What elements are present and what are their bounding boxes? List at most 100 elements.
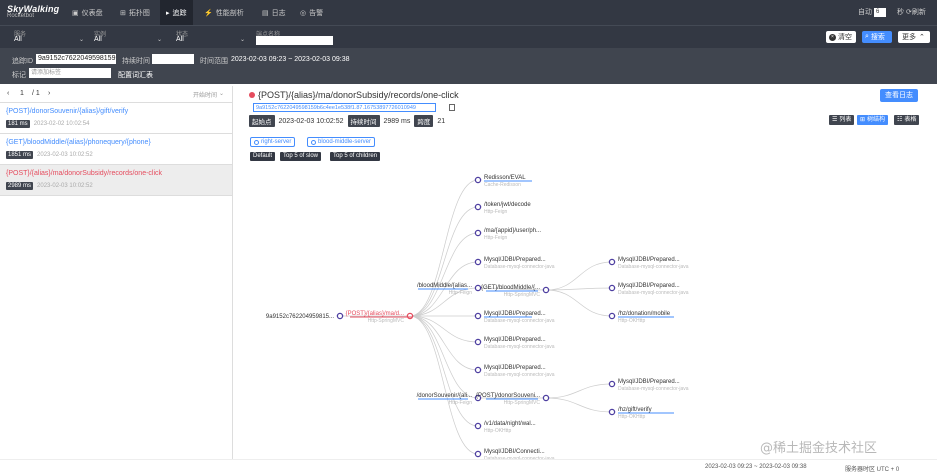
filter-default-button[interactable]: Default: [250, 152, 276, 161]
endpoint-input[interactable]: [256, 36, 333, 45]
tree-entry-node[interactable]: {POST}/{alias}/ma/d...Http-SpringMVC: [346, 311, 414, 324]
node-circle[interactable]: [474, 176, 482, 184]
node-label: Mysql/JDBI/Prepared...: [484, 365, 546, 371]
node-circle[interactable]: [474, 203, 482, 211]
copy-icon[interactable]: [449, 104, 455, 111]
node-circle[interactable]: [608, 284, 616, 292]
tree-edge: [409, 315, 479, 427]
instance-select[interactable]: All: [94, 36, 102, 43]
list-icon: ☰: [832, 117, 838, 123]
tree-node[interactable]: Mysql/JDBI/Prepared...Database-mysql-con…: [474, 365, 555, 378]
status-select[interactable]: All: [176, 36, 184, 43]
filter-top5-children-button[interactable]: Top 5 of children: [330, 152, 381, 161]
tree-node[interactable]: Mysql/JDBI/Prepared...Database-mysql-con…: [608, 283, 689, 296]
traceid-input[interactable]: 9a9152c7622049598159: [36, 54, 116, 64]
node-circle[interactable]: [474, 229, 482, 237]
sort-select[interactable]: 开始时间: [193, 93, 218, 99]
clear-button[interactable]: ×清空: [826, 31, 856, 43]
node-circle[interactable]: [474, 312, 482, 320]
page-number[interactable]: 1: [20, 90, 24, 97]
tree-edge: [545, 287, 613, 291]
nav-profile[interactable]: ⚡性能剖析: [198, 0, 250, 25]
node-circle[interactable]: [474, 450, 482, 458]
node-circle[interactable]: [336, 312, 344, 320]
refresh-button[interactable]: ⟳刷新: [906, 7, 926, 17]
node-label: /bloodMiddle/{alias...: [417, 283, 472, 289]
nav-trace[interactable]: ▸追踪: [160, 0, 193, 25]
node-label: Mysql/JDBI/Prepared...: [618, 257, 680, 263]
tree-node[interactable]: Mysql/JDBI/Prepared...Database-mysql-con…: [474, 311, 555, 324]
tags-vocabulary-link[interactable]: 配置词汇表: [118, 72, 153, 79]
node-circle[interactable]: [608, 408, 616, 416]
tree-node[interactable]: Mysql/JDBI/Prepared...Database-mysql-con…: [474, 257, 555, 270]
trace-list-item-selected[interactable]: {POST}/{alias}/ma/donorSubsidy/records/o…: [0, 165, 232, 196]
trace-duration-badge: 181 ms: [6, 120, 30, 128]
node-circle[interactable]: [608, 312, 616, 320]
topology-icon: ⊞: [120, 9, 126, 17]
node-circle[interactable]: [542, 286, 550, 294]
seconds-label: 秒: [897, 9, 904, 16]
filter-top5-slow-button[interactable]: Top 5 of slow: [280, 152, 322, 161]
view-list-button[interactable]: ☰列表: [829, 115, 855, 125]
timerange-value[interactable]: 2023-02-03 09:23 ~ 2023-02-03 09:38: [231, 56, 350, 63]
tree-node[interactable]: Mysql/JDBI/Prepared...Database-mysql-con…: [474, 337, 555, 350]
spans-label: 跨度: [414, 115, 434, 127]
tree-node[interactable]: Mysql/JDBI/Prepared...Database-mysql-con…: [608, 379, 689, 392]
node-circle[interactable]: [474, 394, 482, 402]
tree-node[interactable]: Mysql/JDBI/Prepared...Database-mysql-con…: [608, 257, 689, 270]
more-button[interactable]: 更多⌃: [898, 31, 930, 43]
tree-node[interactable]: /donorSouvenir/{ali...Http-Feign: [417, 393, 482, 406]
service-label: 服务: [14, 32, 27, 38]
chevron-down-icon: ⌄: [79, 37, 85, 43]
duration-input[interactable]: [152, 54, 194, 64]
node-circle[interactable]: [474, 422, 482, 430]
nav-topology[interactable]: ⊞拓扑图: [114, 0, 156, 25]
node-circle[interactable]: [474, 258, 482, 266]
refresh-interval-input[interactable]: 6: [874, 8, 886, 17]
nav-label: 性能剖析: [215, 9, 244, 17]
tags-input[interactable]: 请添加标签: [29, 68, 111, 78]
node-circle[interactable]: [474, 338, 482, 346]
node-circle[interactable]: [608, 258, 616, 266]
tree-node[interactable]: {GET}/bloodMiddle/{...Http-SpringMVC: [481, 285, 550, 298]
service-select[interactable]: All: [14, 36, 22, 43]
view-table-button[interactable]: ☷表格: [894, 115, 920, 125]
nav-log[interactable]: ▤日志: [256, 0, 292, 25]
legend-blood-middle-server[interactable]: blood-middle-server: [307, 137, 376, 147]
logo-title: SkyWalking: [7, 4, 60, 14]
tree-icon: ⊞: [860, 117, 866, 123]
view-tree-button[interactable]: ⊞树结构: [857, 115, 889, 125]
tree-root-node[interactable]: 9a9152c762204959815...: [266, 312, 344, 320]
table-icon: ☷: [897, 117, 903, 123]
node-circle[interactable]: [474, 366, 482, 374]
next-page-icon[interactable]: ›: [48, 90, 51, 97]
tree-node[interactable]: /v1/data/night/wal...Http-OKHttp: [474, 421, 536, 434]
prev-page-icon[interactable]: ‹: [7, 90, 10, 97]
node-circle[interactable]: [474, 284, 482, 292]
legend-right-server[interactable]: right-server: [250, 137, 296, 147]
trace-list-item[interactable]: {GET}/bloodMiddle/{alias}/phonequery/{ph…: [0, 134, 232, 165]
tree-node[interactable]: /ma/{appid}/user/ph...Http-Feign: [474, 228, 541, 241]
trace-id-select[interactable]: 9a9152c7622049598159b6c4ee1e538f1.87.167…: [253, 103, 436, 112]
node-component: Http-OKHttp: [618, 414, 645, 420]
tree-node[interactable]: /bloodMiddle/{alias...Http-Feign: [417, 283, 482, 296]
nav-dashboard[interactable]: ▣仪表盘: [66, 0, 109, 25]
view-logs-button[interactable]: 查看日志: [880, 89, 918, 102]
node-label: /hz/donation/mobile: [618, 311, 671, 317]
node-circle[interactable]: [406, 312, 414, 320]
node-circle[interactable]: [608, 380, 616, 388]
search-button[interactable]: ⌕搜索: [862, 31, 892, 43]
refresh-label: 刷新: [911, 9, 926, 16]
trace-duration-badge: 1851 ms: [6, 151, 34, 159]
node-label: /donorSouvenir/{ali...: [417, 393, 473, 399]
tree-node[interactable]: {POST}/donorSouveni...Http-SpringMVC: [476, 393, 550, 406]
trace-list-item[interactable]: {POST}/donorSouvenir/{alias}/gift/verify…: [0, 103, 232, 134]
pager: ‹ 1 / 1 › 开始时间 ⌄: [0, 86, 232, 103]
node-circle[interactable]: [542, 394, 550, 402]
nav-alarm[interactable]: ◎告警: [294, 0, 329, 25]
